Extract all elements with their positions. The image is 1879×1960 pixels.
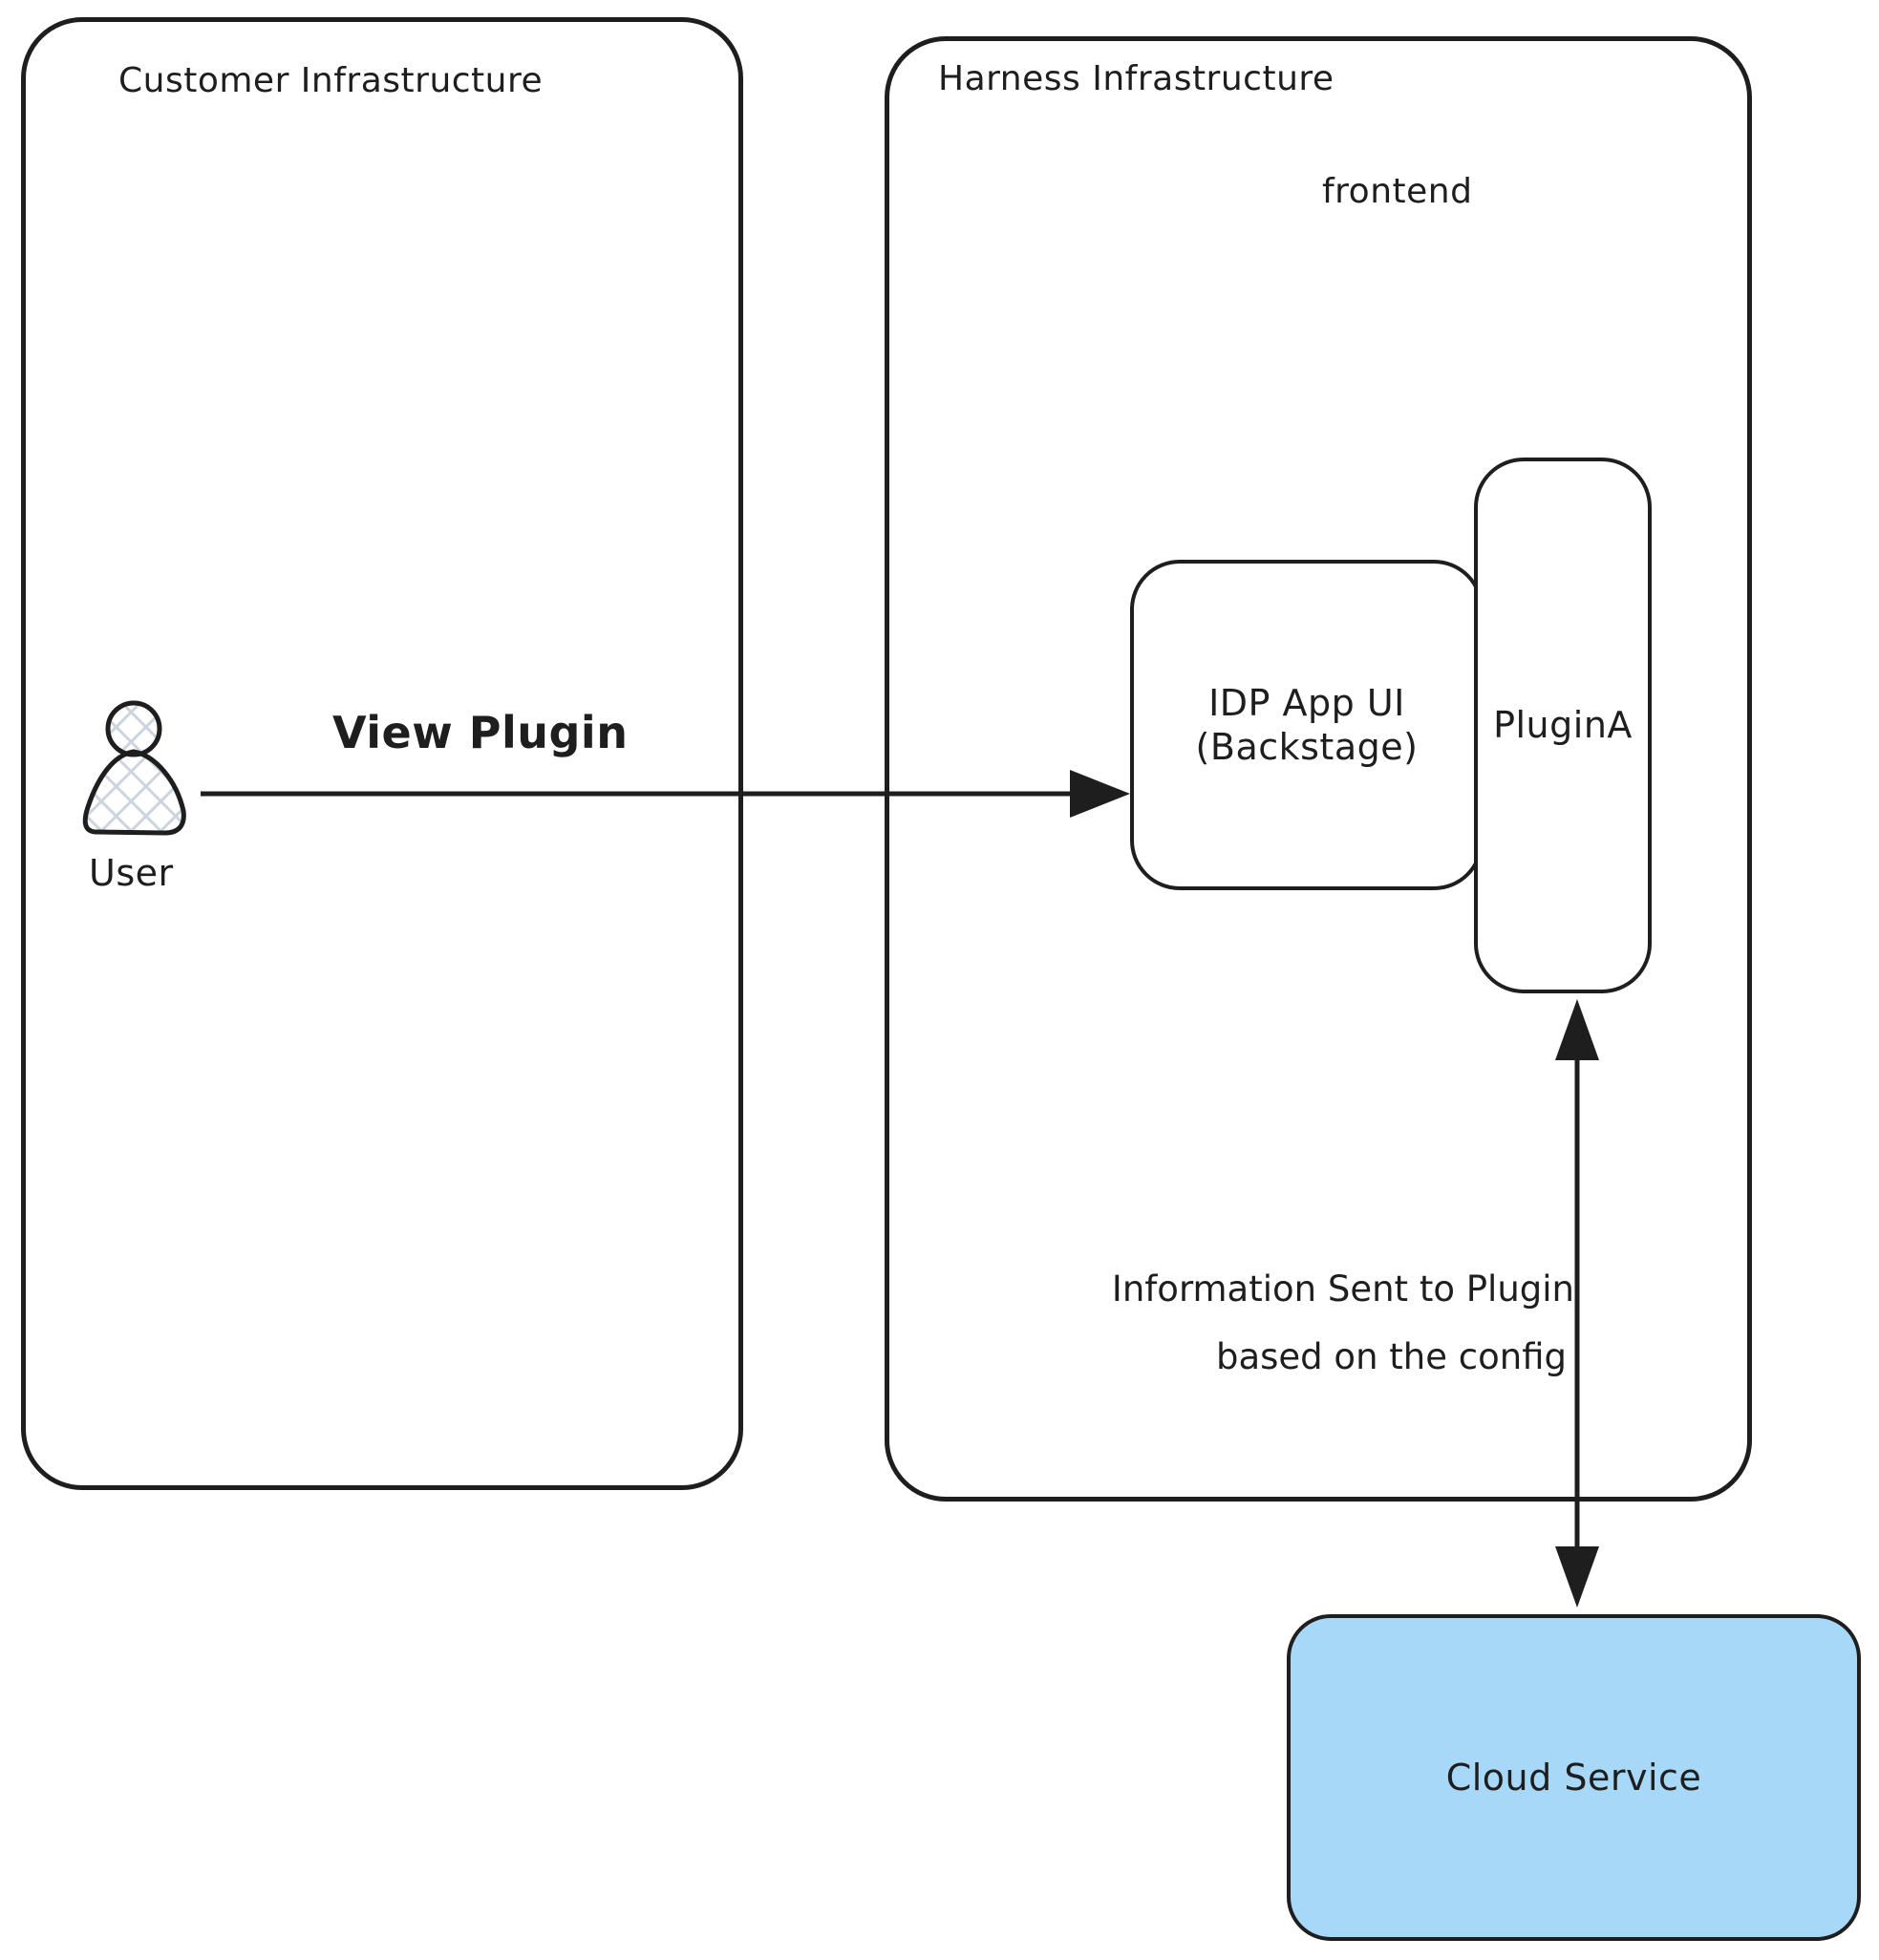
plugin-a-label: PluginA [1493,704,1633,747]
harness-infrastructure-title: Harness Infrastructure [938,59,1335,98]
plugin-a-node [1474,458,1652,993]
idp-app-ui-label-line2: (Backstage) [1195,726,1419,768]
idp-app-ui-label: IDP App UI (Backstage) [1130,560,1484,890]
customer-infrastructure-title: Customer Infrastructure [118,61,544,100]
idp-app-ui-label-line1: IDP App UI [1208,681,1405,724]
harness-infrastructure-box [885,36,1752,1502]
view-plugin-edge-label: View Plugin [332,707,629,758]
plugin-cloud-edge-label: Information Sent to Plugin based on the … [955,1255,1574,1391]
user-label: User [89,852,174,894]
plugin-cloud-edge-label-line2: based on the config [1215,1336,1567,1377]
customer-infrastructure-box [21,17,743,1490]
plugin-cloud-arrowhead-bottom [1555,1546,1599,1608]
frontend-region-label: frontend [1322,172,1473,211]
plugin-cloud-edge-label-line1: Information Sent to Plugin [1111,1268,1574,1310]
cloud-service-node [1287,1614,1861,1941]
cloud-service-label: Cloud Service [1445,1756,1702,1799]
